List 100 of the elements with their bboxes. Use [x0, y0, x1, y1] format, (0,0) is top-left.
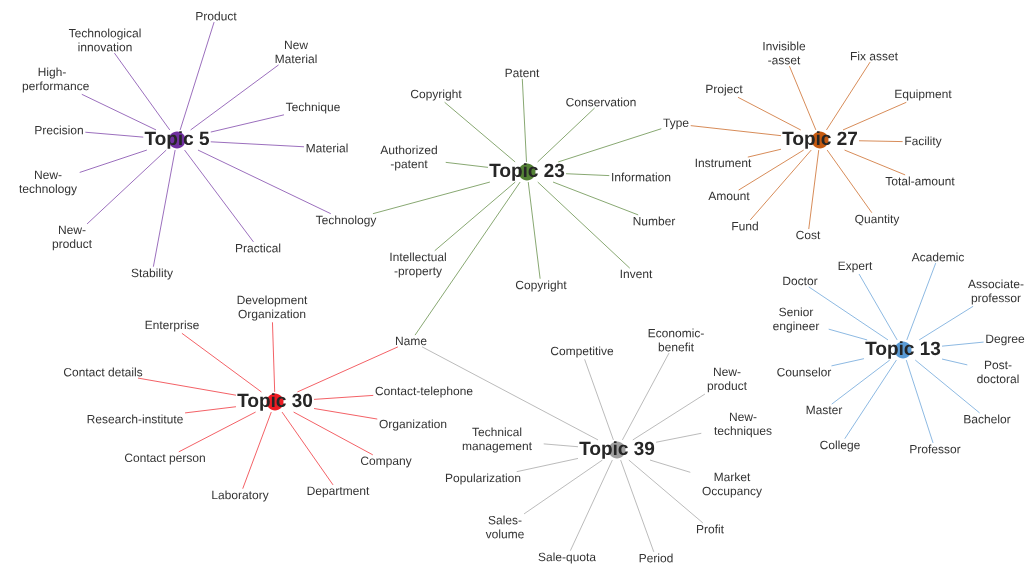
keyword-label: Organization	[379, 419, 447, 431]
keyword-label: Doctor	[783, 276, 818, 286]
keyword-label: Instrument	[695, 158, 752, 168]
keyword-label: Conservation	[566, 97, 636, 107]
connector-line	[914, 359, 980, 414]
connector-line	[570, 459, 613, 552]
keyword-label: Invent	[620, 269, 653, 279]
connector-line	[750, 149, 812, 221]
keyword-label: Professor	[910, 444, 961, 454]
connector-line	[281, 411, 334, 486]
connector-line	[789, 65, 817, 131]
connector-line	[808, 149, 820, 230]
connector-line	[858, 273, 898, 341]
keyword-label: Material	[306, 143, 348, 153]
keyword-label: Department	[307, 486, 370, 498]
keyword-label: Technology	[315, 215, 377, 227]
connector-line	[552, 181, 639, 216]
connector-line	[632, 393, 706, 441]
connector-line	[516, 458, 579, 473]
keyword-label: Contact person	[124, 453, 205, 465]
connector-line	[434, 181, 516, 252]
keyword-label: Equipment	[895, 89, 952, 101]
connector-line	[543, 443, 579, 448]
keyword-label: Research-institute	[87, 414, 183, 424]
keyword-label: New-product	[707, 367, 747, 393]
keyword-label: Quantity	[855, 214, 900, 226]
keyword-label: Number	[633, 216, 676, 226]
keyword-label: Bachelor	[964, 414, 1011, 424]
connector-line	[918, 305, 974, 341]
connector-line	[620, 459, 655, 553]
keyword-label: Period	[639, 553, 673, 563]
topic-hub: Topic 39	[579, 441, 655, 459]
connector-line	[537, 107, 595, 163]
keyword-label: Contact-telephone	[375, 386, 473, 398]
connector-line	[941, 358, 968, 366]
connector-line	[178, 411, 256, 453]
connector-line	[649, 459, 691, 473]
connector-line	[941, 341, 984, 347]
keyword-label: Technological innovation	[68, 28, 141, 52]
keyword-label: Cost	[796, 230, 821, 240]
keyword-label: Intellectual -property	[390, 252, 446, 278]
keyword-label: Authorized -patent	[380, 145, 437, 171]
keyword-label: Technical management	[462, 427, 532, 453]
keyword-label: Type	[663, 118, 689, 130]
connector-line	[197, 149, 332, 215]
keyword-label: Copyright	[515, 280, 567, 292]
keyword-label: Information	[612, 172, 671, 182]
keyword-label: New-techniques	[714, 412, 772, 438]
connector-line	[184, 406, 237, 414]
keyword-label: Total-amount	[885, 176, 955, 186]
connector-line	[537, 181, 631, 269]
keyword-label: High-performance	[22, 67, 89, 93]
connector-line	[565, 173, 610, 176]
connector-line	[906, 262, 937, 341]
keyword-label: Development Organization	[237, 295, 308, 321]
keyword-label: Project	[706, 84, 743, 96]
connector-line	[86, 149, 167, 225]
connector-line	[737, 96, 802, 131]
connector-line	[655, 432, 702, 443]
keyword-label: Popularization	[445, 473, 521, 485]
connector-line	[905, 359, 934, 444]
connector-line	[831, 358, 865, 367]
connector-line	[114, 52, 171, 131]
keyword-label: College	[820, 440, 860, 452]
keyword-label: Enterprise	[145, 320, 199, 332]
keyword-label: Technique	[285, 102, 340, 114]
keyword-label: Senior engineer	[773, 307, 820, 333]
connector-line	[808, 286, 889, 341]
keyword-label: Product	[196, 11, 237, 21]
connector-line	[179, 21, 215, 131]
keyword-label: Fix asset	[851, 51, 898, 61]
connector-line	[242, 411, 272, 490]
keyword-label: Facility	[905, 136, 942, 148]
keyword-label: Economic-benefit	[648, 328, 704, 352]
connector-line	[747, 148, 782, 158]
keyword-label: Practical	[236, 243, 281, 253]
connector-line	[826, 149, 873, 214]
connector-line	[372, 181, 491, 215]
keyword-label: Precision	[35, 125, 83, 135]
keyword-label: Laboratory	[212, 490, 269, 502]
connector-line	[153, 149, 176, 268]
connector-line	[85, 131, 144, 138]
keyword-label: New Material	[275, 40, 317, 64]
connector-line	[313, 408, 378, 420]
connector-line	[293, 411, 374, 456]
keyword-label: New-product	[52, 225, 92, 251]
connector-line	[297, 346, 399, 393]
connector-line	[858, 140, 903, 142]
connector-line	[521, 78, 527, 163]
keyword-label: Competitive	[550, 346, 614, 358]
keyword-label: Master	[806, 405, 843, 415]
keyword-label: Contact details	[63, 367, 143, 377]
connector-line	[831, 359, 891, 405]
connector-line	[826, 61, 871, 131]
keyword-label: Company	[360, 456, 412, 468]
keyword-label: Patent	[505, 68, 540, 78]
connector-line	[184, 149, 254, 243]
keyword-label: Stability	[131, 268, 173, 280]
connector-line	[414, 181, 521, 336]
connector-line	[81, 93, 157, 131]
